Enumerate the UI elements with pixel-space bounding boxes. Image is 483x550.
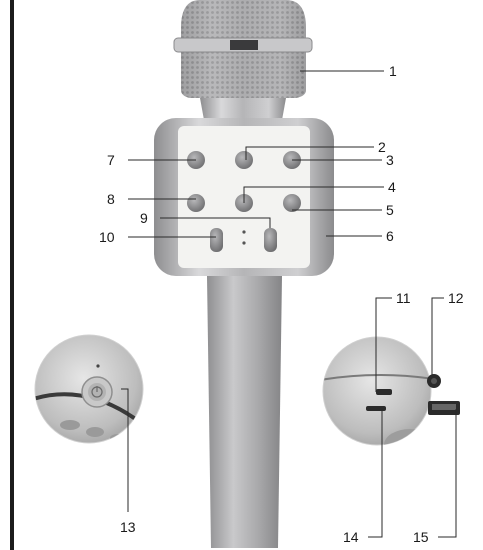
microphone-neck (200, 98, 286, 120)
callout-9: 9 (140, 210, 148, 226)
left-border-bar (10, 0, 14, 550)
zoom-ports (322, 336, 460, 446)
callout-3: 3 (386, 152, 394, 168)
callout-5: 5 (386, 202, 394, 218)
microphone-grille (173, 0, 313, 98)
callout-12: 12 (448, 290, 464, 306)
callout-15: 15 (413, 529, 429, 545)
callout-4: 4 (388, 179, 396, 195)
microphone-handle (207, 276, 282, 548)
callout-7: 7 (107, 152, 115, 168)
callout-11: 11 (396, 290, 411, 306)
callout-13: 13 (120, 519, 136, 535)
callout-14: 14 (343, 529, 359, 545)
callout-lines (121, 70, 457, 538)
callout-8: 8 (107, 191, 115, 207)
callout-labels: 1 2 3 4 5 6 7 8 9 10 11 12 13 14 15 (99, 63, 464, 545)
callout-1: 1 (389, 63, 397, 79)
zoom-power-button (34, 334, 144, 444)
callout-6: 6 (386, 228, 394, 244)
callout-2: 2 (378, 139, 386, 155)
callout-10: 10 (99, 229, 115, 245)
